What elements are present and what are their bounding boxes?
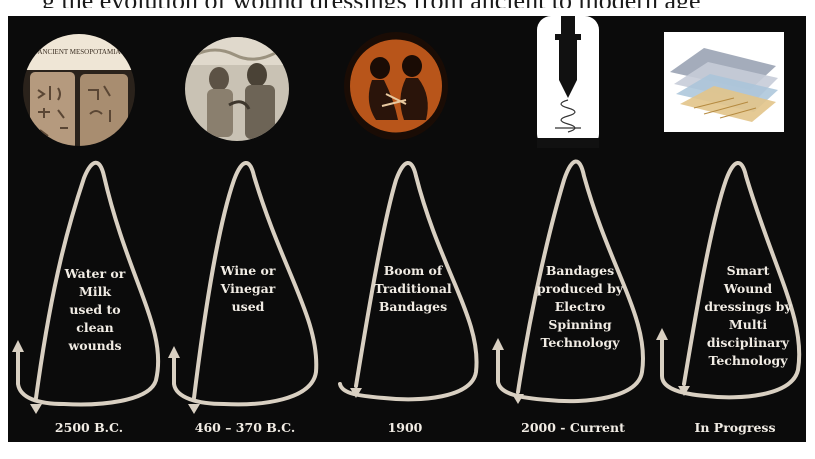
desc-line: Wound	[693, 280, 803, 298]
desc-line: Multi	[693, 316, 803, 334]
desc-line: disciplinary	[693, 334, 803, 352]
desc-line: dressings by	[693, 298, 803, 316]
stage-5-description: Smart Wound dressings by Multi disciplin…	[693, 262, 803, 370]
bottom-margin	[0, 442, 815, 459]
left-margin	[0, 0, 8, 459]
right-margin	[806, 0, 815, 459]
desc-line: Technology	[693, 352, 803, 370]
stage-5-period: In Progress	[670, 420, 800, 435]
desc-line: Smart	[693, 262, 803, 280]
